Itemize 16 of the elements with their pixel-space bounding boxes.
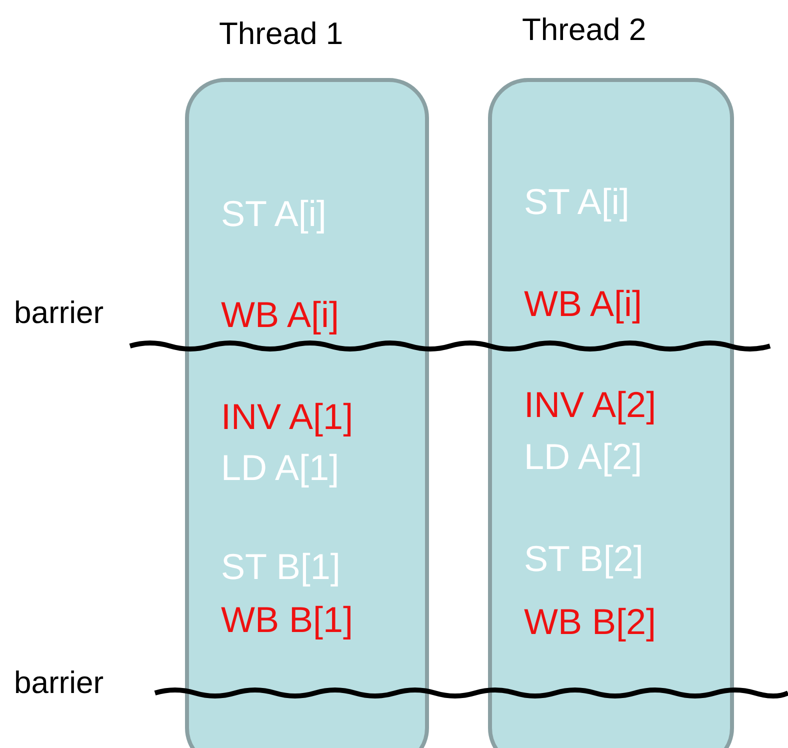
instruction-text: ST B[2] bbox=[524, 539, 644, 579]
instruction-text: LD A[2] bbox=[524, 437, 642, 477]
instruction-text: ST A[i] bbox=[221, 194, 326, 234]
instruction-text: ST B[1] bbox=[221, 547, 340, 587]
instruction-text: WB A[i] bbox=[221, 295, 340, 335]
instruction-text: WB B[1] bbox=[221, 600, 354, 640]
instruction-text: LD A[1] bbox=[221, 448, 340, 488]
instruction-text: INV A[2] bbox=[524, 385, 656, 425]
instruction-text: WB B[2] bbox=[524, 602, 656, 642]
instruction-text: ST A[i] bbox=[524, 182, 630, 222]
thread-heading: Thread 2 bbox=[522, 11, 646, 49]
barrier-label: barrier bbox=[14, 665, 104, 701]
instruction-text: INV A[1] bbox=[221, 397, 354, 437]
thread-heading: Thread 1 bbox=[219, 15, 344, 53]
barrier-label: barrier bbox=[14, 295, 104, 331]
instruction-text: WB A[i] bbox=[524, 284, 642, 324]
